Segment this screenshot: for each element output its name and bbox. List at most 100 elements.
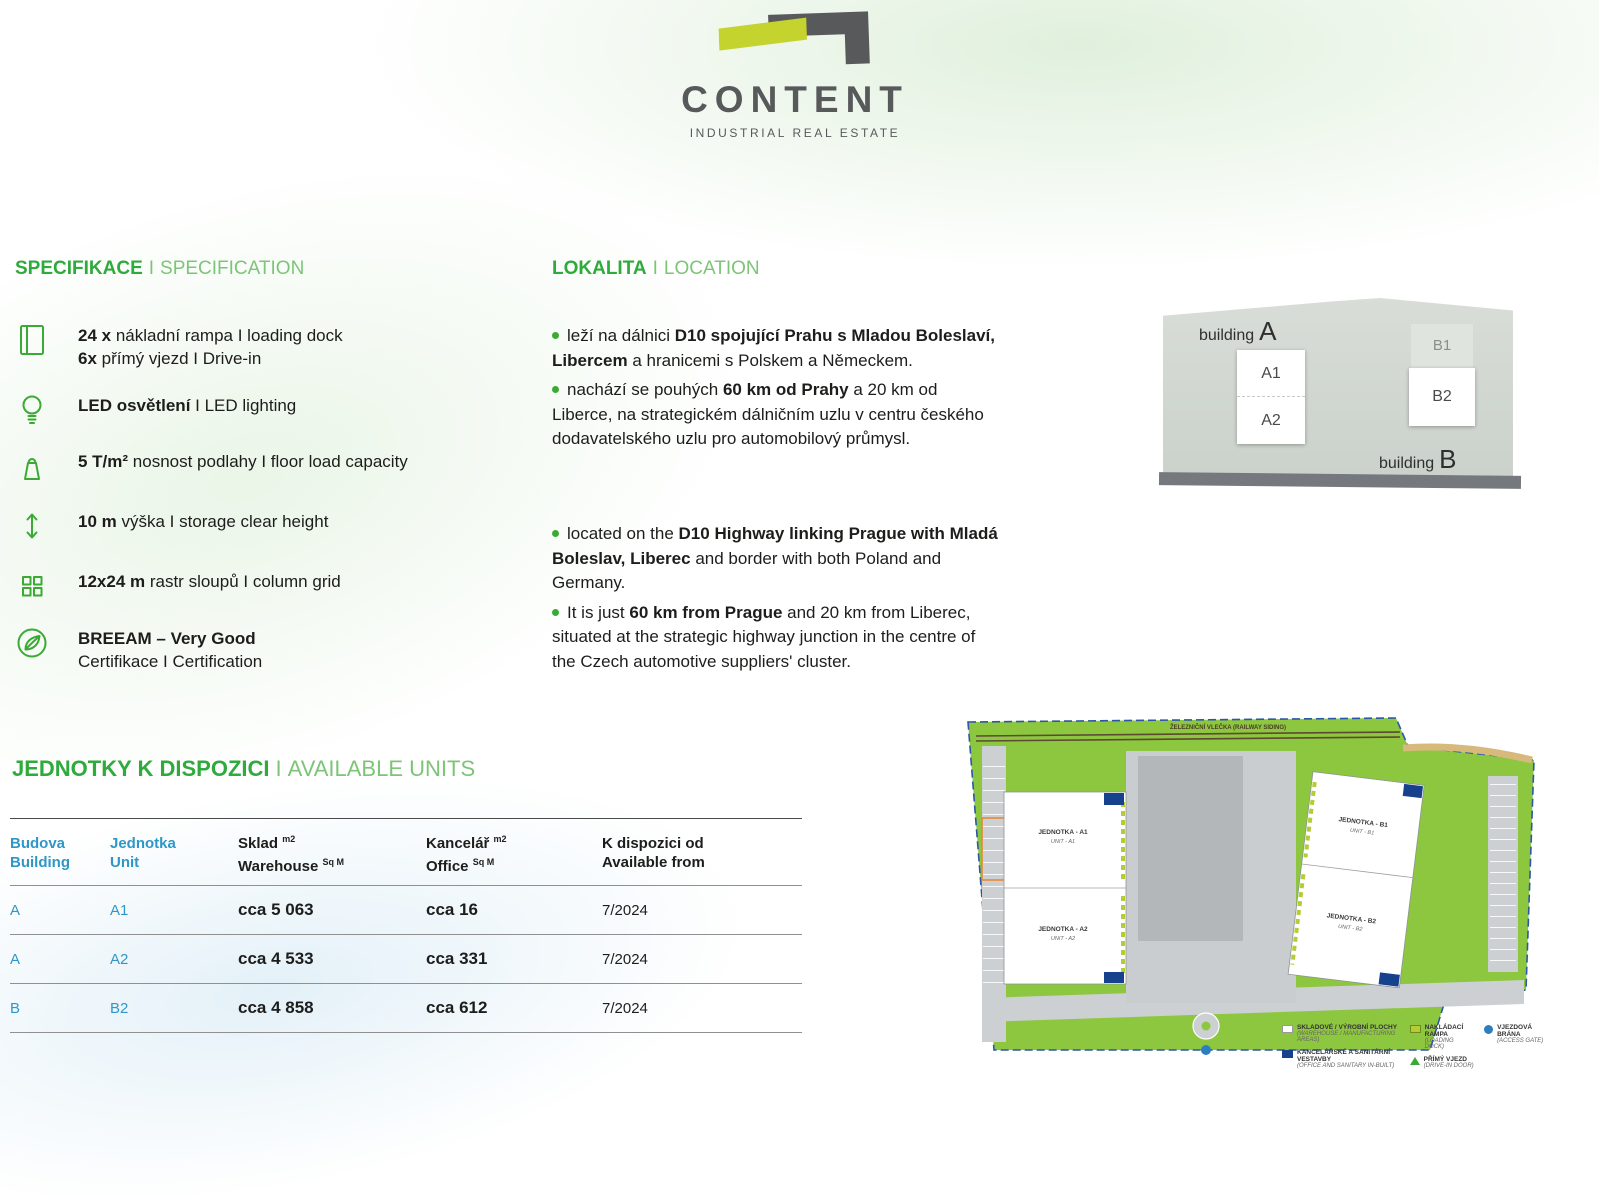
logo: CONTENT INDUSTRIAL REAL ESTATE [595, 10, 995, 140]
spec-text: LED osvětlení I LED lighting [78, 396, 297, 415]
location-bullet: nachází se pouhých 60 km od Prahy a 20 k… [552, 380, 984, 448]
unit-a2-label: JEDNOTKA - A2 [1038, 926, 1088, 933]
location-bullets-czech: leží na dálnici D10 spojující Prahu s Ml… [552, 324, 1002, 457]
unit-b2-label-en: UNIT - B2 [1338, 924, 1363, 933]
spec-text: BREEAM – Very Good Certifikace I Certifi… [78, 629, 263, 671]
cell-office: cca 331 [426, 949, 488, 968]
legend-item-office: KANCELÁŘSKÉ A SANITÁRNÍ VESTAVBY(OFFICE … [1282, 1049, 1400, 1069]
cell-available: 7/2024 [602, 901, 648, 919]
site-plan: ŽELEZNIČNÍ VLEČKA (RAILWAY SIDING) JEDNO… [898, 706, 1540, 1066]
roundabout-island [1201, 1021, 1211, 1031]
clear-height-arrow-icon [12, 508, 52, 544]
diagram-unit-a2: A2 [1261, 412, 1281, 429]
spec-item-led: LED osvětlení I LED lighting [12, 392, 522, 428]
cell-available: 7/2024 [602, 950, 648, 968]
loading-dock-icon [12, 322, 52, 358]
legend-item-drive-in: PŘÍMÝ VJEZD(DRIVE-IN DOOR) [1409, 1056, 1474, 1069]
access-gate-chip-icon [1484, 1025, 1494, 1034]
spec-item-loading-dock: 24 x nákladní rampa I loading dock 6x př… [12, 322, 522, 370]
office-inbuilt-a1 [1104, 793, 1124, 805]
cell-building: A [10, 950, 21, 968]
cell-available: 7/2024 [602, 999, 648, 1017]
cell-building: B [10, 999, 21, 1017]
cell-building: A [10, 901, 21, 919]
drive-in-arrow-icon [1409, 1057, 1420, 1065]
diagram-building-a: A1 A2 [1237, 350, 1305, 444]
cell-office: cca 612 [426, 998, 488, 1017]
table-row: B B2 cca 4 858 cca 612 7/2024 [10, 984, 802, 1033]
spec-text: 10 m výška I storage clear height [78, 512, 329, 531]
spec-text: 5 T/m² nosnost podlahy I floor load capa… [78, 452, 408, 471]
spec-text: 24 x nákladní rampa I loading dock 6x př… [78, 326, 343, 368]
bullet-dot-icon [552, 608, 559, 616]
cell-warehouse: cca 5 063 [238, 900, 314, 919]
spec-text: 12x24 m rastr sloupů I column grid [78, 572, 341, 591]
legend-item-access-gate: VJEZDOVÁ BRÁNA(ACCESS GATE) [1484, 1024, 1544, 1044]
content-logo-icon [718, 10, 871, 72]
column-grid-icon [12, 568, 52, 604]
access-road [1402, 743, 1533, 764]
unit-b1-label-en: UNIT - B1 [1349, 828, 1374, 837]
warehouse-chip-icon [1282, 1025, 1293, 1033]
location-bullets-english: located on the D10 Highway linking Pragu… [552, 522, 1002, 679]
office-inbuilt-a2 [1104, 972, 1124, 983]
central-gray-block [1138, 756, 1243, 941]
floor-load-weight-icon [12, 448, 52, 484]
cell-unit: A1 [110, 901, 129, 919]
location-bullet: located on the D10 Highway linking Pragu… [552, 524, 998, 592]
cell-warehouse: cca 4 858 [238, 998, 314, 1017]
table-row: A A2 cca 4 533 cca 331 7/2024 [10, 935, 802, 984]
spec-item-floor-load: 5 T/m² nosnost podlahy I floor load capa… [12, 448, 522, 484]
railway-line [975, 731, 1401, 737]
cell-unit: B2 [110, 999, 129, 1017]
bullet-dot-icon [552, 386, 559, 393]
left-road [982, 746, 1006, 1042]
spec-item-breeam: BREEAM – Very Good Certifikace I Certifi… [12, 625, 522, 673]
railway-label: ŽELEZNIČNÍ VLEČKA (RAILWAY SIDING) [1170, 723, 1286, 731]
diagram-unit-b2: B2 [1409, 368, 1475, 426]
legend-item-warehouse: SKLADOVÉ / VÝROBNÍ PLOCHY(WAREHOUSE / MA… [1282, 1024, 1400, 1043]
breeam-leaf-icon [12, 625, 52, 661]
office-inbuilt-b1 [1402, 783, 1424, 799]
bullet-dot-icon [552, 332, 559, 339]
diagram-unit-b1: B1 [1411, 324, 1473, 368]
unit-a1-label: JEDNOTKA - A1 [1038, 829, 1088, 836]
diagram-road [1158, 472, 1522, 489]
unit-a1-label-en: UNIT - A1 [1051, 839, 1075, 845]
table-row: A A1 cca 5 063 cca 16 7/2024 [10, 886, 802, 935]
cell-office: cca 16 [426, 900, 478, 919]
site-plan-legend: SKLADOVÉ / VÝROBNÍ PLOCHY(WAREHOUSE / MA… [1282, 1024, 1544, 1069]
cell-warehouse: cca 4 533 [238, 949, 314, 968]
railway-line [975, 736, 1401, 742]
access-gate-icon [1201, 1045, 1211, 1055]
logo-subtitle: INDUSTRIAL REAL ESTATE [689, 126, 901, 140]
cell-unit: A2 [110, 950, 129, 968]
logo-title: CONTENT [681, 79, 909, 120]
spec-item-clear-height: 10 m výška I storage clear height [12, 508, 522, 544]
diagram-unit-a1: A1 [1237, 350, 1305, 397]
siteplan-building-b: JEDNOTKA - B1 UNIT - B1 JEDNOTKA - B2 UN… [1287, 771, 1425, 989]
right-parking [1488, 776, 1518, 972]
location-bullet: It is just 60 km from Prague and 20 km f… [552, 602, 976, 671]
spec-item-column-grid: 12x24 m rastr sloupů I column grid [12, 568, 522, 604]
office-inbuilt-b2 [1378, 972, 1400, 987]
loading-docks-b2 [1290, 874, 1306, 965]
office-chip-icon [1282, 1050, 1293, 1058]
loading-docks-b1 [1303, 781, 1317, 858]
legend-item-loading-dock: NAKLÁDACÍ RAMPA(LOADING DOCK) [1409, 1024, 1474, 1050]
led-bulb-icon [12, 392, 52, 428]
location-bullet: leží na dálnici D10 spojující Prahu s Ml… [552, 326, 995, 370]
